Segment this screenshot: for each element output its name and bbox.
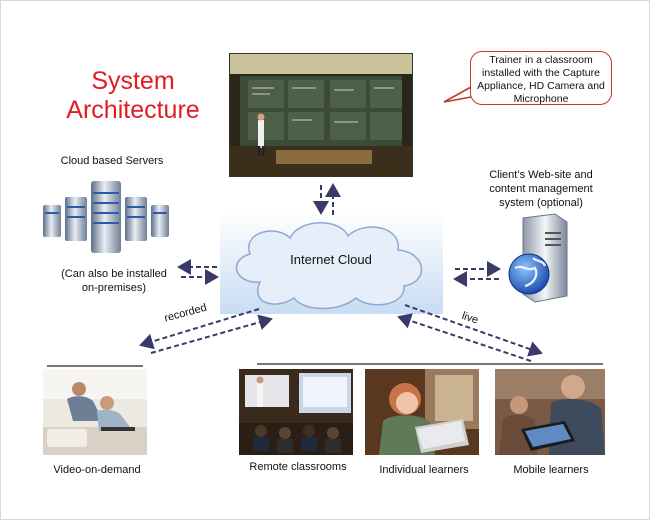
live-divider — [257, 363, 603, 365]
client-site-line-2: content management — [489, 183, 593, 195]
callout-pointer — [443, 86, 472, 103]
callout-line-4: Microphone — [513, 93, 569, 105]
on-premises-line-2: on-premises) — [81, 282, 147, 294]
callout-line-2: installed with the Capture — [482, 67, 600, 79]
vod-label: Video-on-demand — [53, 464, 141, 476]
classroom-trainer-photo — [229, 53, 413, 177]
arrow-live-down — [404, 304, 543, 357]
video-on-demand-photo — [43, 369, 147, 455]
client-site-label: Client’s Web-site and content management… — [471, 168, 611, 210]
internet-cloud-panel — [220, 212, 443, 314]
title-line-1: System — [91, 67, 175, 95]
arrow-recorded-up — [150, 314, 273, 354]
arrow-recorded-down — [139, 308, 260, 350]
on-premises-line-1: (Can also be installed — [61, 268, 167, 280]
vod-divider — [47, 365, 143, 367]
page-title: System Architecture — [53, 67, 213, 125]
server-rack-icon — [41, 177, 181, 262]
individual-learners-label: Individual learners — [379, 464, 469, 476]
globe-server-icon — [505, 212, 571, 309]
title-line-2: Architecture — [66, 96, 200, 124]
internet-cloud-label: Internet Cloud — [290, 252, 372, 267]
mobile-learners-photo — [495, 369, 605, 455]
cloud-servers-label: Cloud based Servers — [60, 155, 164, 167]
remote-classrooms-label: Remote classrooms — [249, 461, 347, 473]
remote-classrooms-photo — [239, 369, 353, 455]
trainer-callout: Trainer in a classroom installed with th… — [470, 51, 612, 105]
on-premises-label: (Can also be installed on-premises) — [39, 267, 189, 295]
callout-line-3: Appliance, HD Camera and — [477, 80, 605, 92]
callout-line-1: Trainer in a classroom — [489, 54, 593, 66]
individual-learners-photo — [365, 369, 479, 455]
client-site-line-3: system (optional) — [499, 197, 583, 209]
mobile-learners-label: Mobile learners — [513, 464, 589, 476]
client-site-line-1: Client’s Web-site and — [489, 169, 593, 181]
arrow-live-up — [397, 313, 532, 362]
